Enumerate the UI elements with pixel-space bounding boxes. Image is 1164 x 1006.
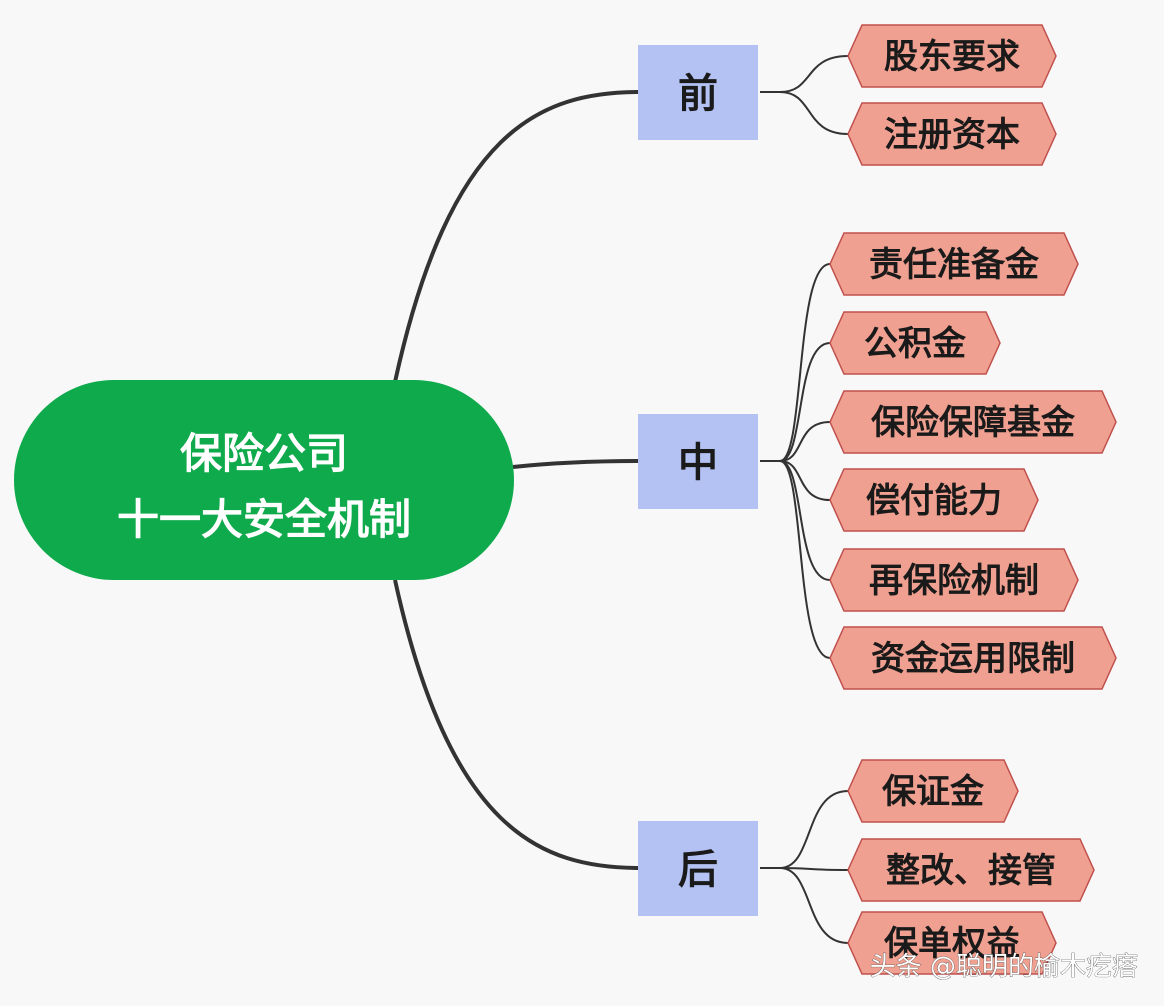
leaf-label: 整改、接管 — [886, 851, 1056, 891]
leaf-label: 股东要求 — [884, 37, 1020, 77]
leaf-connector — [779, 421, 831, 462]
root-title-line1: 保险公司 — [180, 429, 348, 478]
leaf-connector — [779, 460, 831, 659]
root-node: 保险公司 十一大安全机制 — [14, 380, 514, 580]
leaf-connectors — [760, 55, 849, 944]
leaf-shape — [829, 626, 1117, 690]
leaf-label: 公积金 — [864, 324, 967, 364]
leaf-label: 保证金 — [882, 772, 985, 812]
leaf-node: 保单权益 — [847, 911, 1057, 975]
stage-box — [638, 414, 758, 509]
stage-node-during: 中 — [638, 414, 758, 509]
stage-label: 中 — [678, 439, 718, 486]
stage-box — [638, 45, 758, 140]
leaf-connector — [779, 867, 849, 944]
leaf-label: 注册资本 — [884, 115, 1020, 155]
leaf-nodes: 股东要求注册资本责任准备金公积金保险保障基金偿付能力再保险机制资金运用限制保证金… — [829, 24, 1117, 975]
leaf-shape — [847, 838, 1095, 902]
leaf-connector — [779, 867, 849, 871]
leaf-label: 保单权益 — [884, 924, 1020, 964]
leaf-node: 注册资本 — [847, 102, 1057, 166]
leaf-shape — [829, 232, 1079, 296]
root-title-line2: 十一大安全机制 — [117, 495, 411, 544]
leaf-label: 责任准备金 — [869, 245, 1040, 285]
stage-label: 前 — [678, 70, 718, 117]
leaf-shape — [847, 24, 1057, 88]
leaf-connector — [779, 460, 831, 501]
leaf-label: 保险保障基金 — [871, 403, 1076, 443]
leaf-node: 公积金 — [829, 311, 1001, 375]
leaf-connector — [779, 91, 849, 135]
leaf-node: 股东要求 — [847, 24, 1057, 88]
leaf-label: 资金运用限制 — [871, 639, 1075, 679]
leaf-shape — [829, 390, 1117, 454]
connector-root-to-stage-1 — [512, 459, 641, 469]
watermark: 头条 @聪明的榆木疙瘩 — [870, 952, 1138, 982]
connector-root-to-stage-0 — [393, 90, 641, 383]
leaf-shape — [829, 548, 1079, 612]
root-connectors — [393, 90, 641, 870]
leaf-shape — [829, 468, 1039, 532]
leaf-shape — [847, 911, 1057, 975]
leaf-connector — [779, 342, 831, 462]
leaf-connector — [779, 55, 849, 93]
leaf-node: 责任准备金 — [829, 232, 1079, 296]
leaf-node: 保险保障基金 — [829, 390, 1117, 454]
connector-root-to-stage-2 — [393, 579, 641, 870]
leaf-shape — [829, 311, 1001, 375]
leaf-label: 再保险机制 — [869, 561, 1039, 601]
stage-node-after: 后 — [638, 821, 758, 916]
stage-label: 后 — [678, 846, 718, 893]
stage-box — [638, 821, 758, 916]
leaf-shape — [847, 759, 1019, 823]
leaf-connector — [779, 790, 849, 869]
root-node-shape — [14, 380, 514, 580]
leaf-node: 资金运用限制 — [829, 626, 1117, 690]
leaf-node: 再保险机制 — [829, 548, 1079, 612]
leaf-connector — [779, 263, 831, 462]
leaf-shape — [847, 102, 1057, 166]
leaf-node: 偿付能力 — [829, 468, 1039, 532]
leaf-label: 偿付能力 — [866, 481, 1002, 521]
leaf-node: 保证金 — [847, 759, 1019, 823]
leaf-connector — [779, 460, 831, 581]
leaf-node: 整改、接管 — [847, 838, 1095, 902]
stage-node-before: 前 — [638, 45, 758, 140]
